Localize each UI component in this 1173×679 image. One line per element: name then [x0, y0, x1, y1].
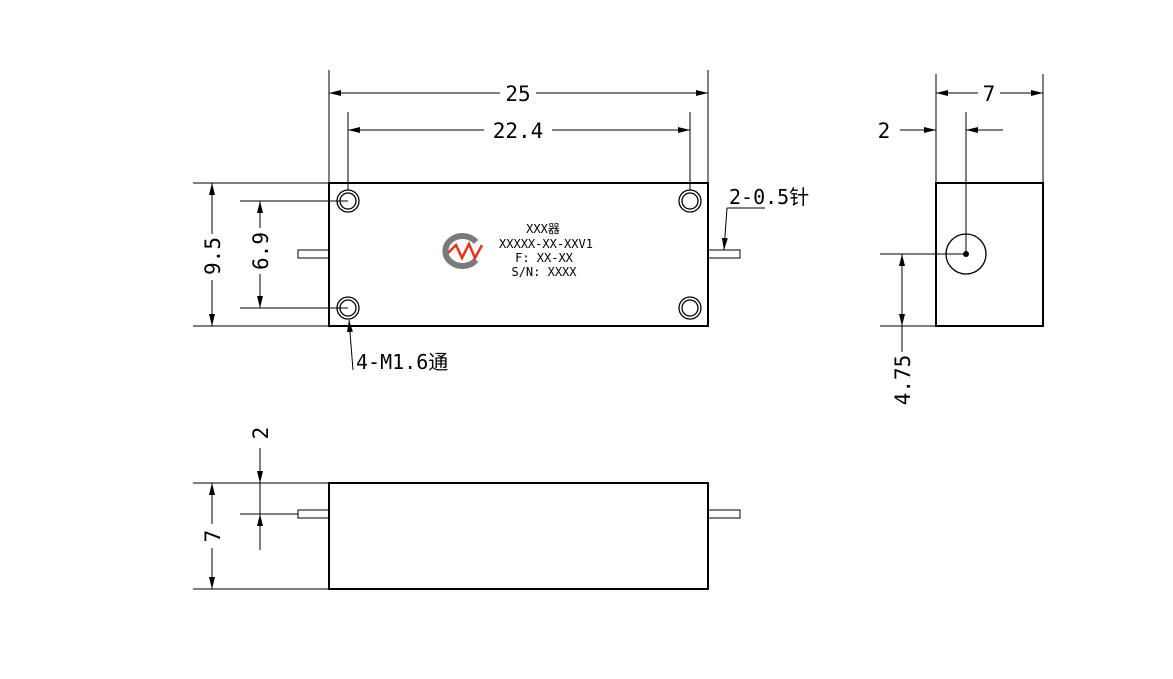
front-body-outline — [328, 182, 709, 327]
left-pin — [297, 249, 331, 259]
dim-bottom-height: 7 — [193, 482, 329, 590]
dim-overall-length: 25 — [328, 70, 709, 183]
svg-text:7: 7 — [983, 82, 996, 106]
svg-text:25: 25 — [505, 82, 530, 106]
svg-text:2: 2 — [878, 119, 891, 143]
dim-hole-spacing-x: 22.4 — [347, 112, 691, 190]
svg-text:2: 2 — [249, 427, 273, 440]
bottom-view: 2 7 — [193, 427, 741, 590]
label-line-2: XXXXX-XX-XXV1 — [499, 237, 593, 251]
svg-text:4-M1.6通: 4-M1.6通 — [356, 350, 448, 374]
logo-ring — [442, 233, 479, 269]
side-view: 7 2 4.75 — [878, 74, 1044, 406]
company-logo — [442, 233, 484, 269]
svg-text:4.75: 4.75 — [891, 355, 915, 406]
dim-side-width: 7 — [935, 74, 1044, 183]
bottom-body-outline — [328, 482, 709, 590]
svg-text:2-0.5针: 2-0.5针 — [729, 185, 809, 209]
dim-side-pin-height: 4.75 — [880, 253, 966, 406]
svg-text:7: 7 — [201, 530, 225, 543]
bottom-left-pin — [297, 509, 331, 519]
mounting-hole-bottom-right — [678, 296, 702, 320]
label-line-1: XXX器 — [526, 222, 560, 236]
dim-overall-height: 9.5 — [193, 182, 329, 327]
label-line-4: S/N: XXXX — [511, 265, 577, 279]
svg-text:22.4: 22.4 — [493, 119, 544, 143]
dim-side-pin-offset: 2 — [878, 119, 1003, 143]
bottom-right-pin — [707, 509, 741, 519]
svg-text:6.9: 6.9 — [249, 232, 273, 270]
pin-callout: 2-0.5针 — [721, 185, 809, 251]
hole-callout: 4-M1.6通 — [346, 319, 448, 374]
dim-hole-spacing-y: 6.9 — [240, 200, 348, 309]
dim-bottom-pin-offset: 2 — [240, 427, 298, 550]
svg-text:9.5: 9.5 — [201, 237, 225, 275]
label-line-3: F: XX-XX — [515, 251, 574, 265]
logo-mark — [447, 241, 484, 261]
right-pin — [707, 249, 741, 259]
front-view: XXX器 XXXXX-XX-XXV1 F: XX-XX S/N: XXXX 25… — [193, 70, 809, 374]
